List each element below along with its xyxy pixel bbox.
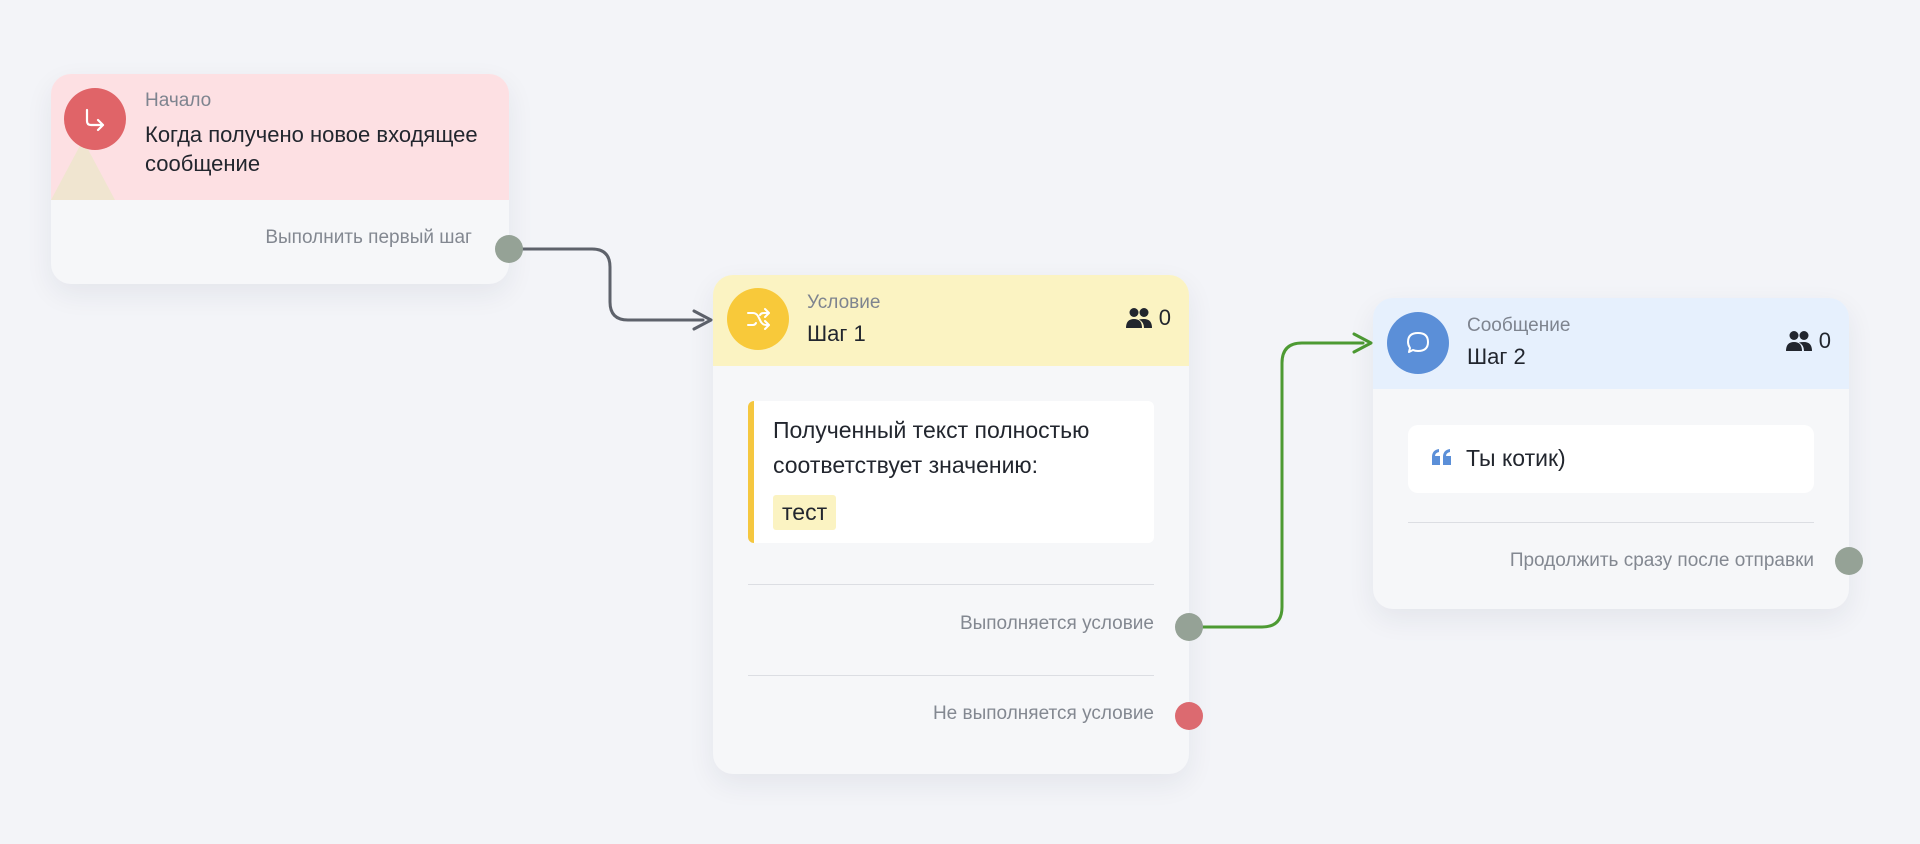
message-card[interactable]: Ты котик) (1408, 425, 1814, 493)
node-type-label: Начало (145, 90, 212, 111)
link-step1-to-step2[interactable] (1187, 341, 1365, 629)
quote-icon (1432, 449, 1451, 465)
users-count: 0 (1158, 305, 1171, 330)
users-count: 0 (1818, 328, 1831, 353)
start-node-header: Начало Когда получено новое входящее соо… (51, 74, 509, 200)
header-decoration (51, 140, 115, 200)
message-node-header: Сообщение Шаг 2 0 (1373, 298, 1849, 389)
node-title: Когда получено новое входящее сообщение (145, 122, 478, 176)
node-type-label: Условие (807, 292, 881, 313)
output-true-port[interactable] (1175, 613, 1203, 641)
redirect-arrow-icon (64, 88, 126, 150)
output-port[interactable] (495, 235, 523, 263)
condition-card[interactable]: Полученный текст полностью соответствует… (748, 401, 1154, 543)
link-arrowhead-step2 (1352, 332, 1373, 354)
output-true-label: Выполняется условие (959, 613, 1154, 634)
condition-value: тест (773, 495, 837, 530)
output-label: Продолжить сразу после отправки (1509, 550, 1814, 571)
users-counter: 0 (1785, 328, 1831, 354)
output-false-port[interactable] (1175, 702, 1203, 730)
node-title: Шаг 1 (807, 321, 866, 346)
condition-node-header: Условие Шаг 1 0 (713, 275, 1189, 366)
condition-text: Полученный текст полностью соответствует… (773, 417, 1090, 478)
node-title: Шаг 2 (1467, 344, 1526, 369)
chat-bubble-icon (1387, 312, 1449, 374)
start-node[interactable]: Начало Когда получено новое входящее соо… (51, 74, 523, 284)
output-port[interactable] (1835, 547, 1863, 575)
users-icon (1785, 331, 1812, 351)
message-node[interactable]: Сообщение Шаг 2 0 Ты котик) Продолжить с… (1373, 298, 1863, 609)
divider (748, 584, 1154, 585)
message-text: Ты котик) (1466, 445, 1566, 471)
output-false-label: Не выполняется условие (932, 703, 1154, 724)
users-icon (1125, 308, 1152, 328)
users-counter: 0 (1125, 305, 1171, 331)
shuffle-icon (727, 288, 789, 350)
node-type-label: Сообщение (1467, 315, 1571, 336)
divider (1408, 522, 1814, 523)
condition-node[interactable]: Условие Шаг 1 0 Полученный текст полност… (713, 275, 1203, 774)
output-label: Выполнить первый шаг (265, 227, 472, 248)
link-start-to-step1[interactable] (507, 247, 705, 322)
divider (748, 675, 1154, 676)
